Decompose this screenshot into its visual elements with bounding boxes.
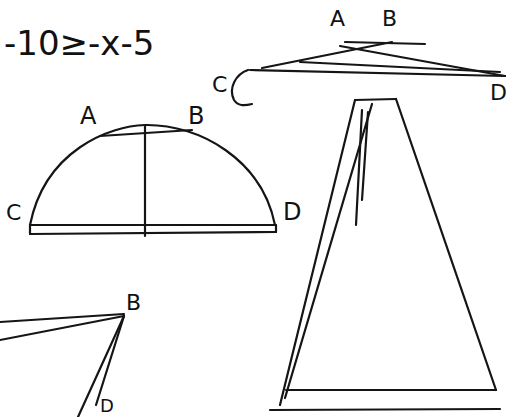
point-label: B [382,8,397,30]
line [0,316,124,340]
equation-text: -10≥-x-5 [4,26,154,60]
line [30,232,276,234]
line [270,409,500,410]
point-label: C [212,74,227,96]
line [300,62,500,72]
line [30,224,276,226]
point-label: D [100,397,114,415]
line [396,99,496,390]
line [345,42,425,44]
line [355,99,396,100]
line [275,225,277,232]
line [280,100,355,405]
point-label: D [490,82,507,104]
line [0,314,124,322]
line [96,316,124,405]
arc [30,125,275,225]
point-label: B [188,104,204,128]
line [29,225,31,234]
point-label: D [283,200,301,224]
point-label: C [6,202,21,224]
line [362,112,368,200]
line [78,316,124,417]
point-label: A [330,8,345,30]
line [286,389,496,391]
c-curve [232,70,252,105]
point-label: A [80,104,96,128]
point-label: B [126,292,141,314]
line [356,110,362,225]
line [144,125,146,236]
line [285,104,372,398]
